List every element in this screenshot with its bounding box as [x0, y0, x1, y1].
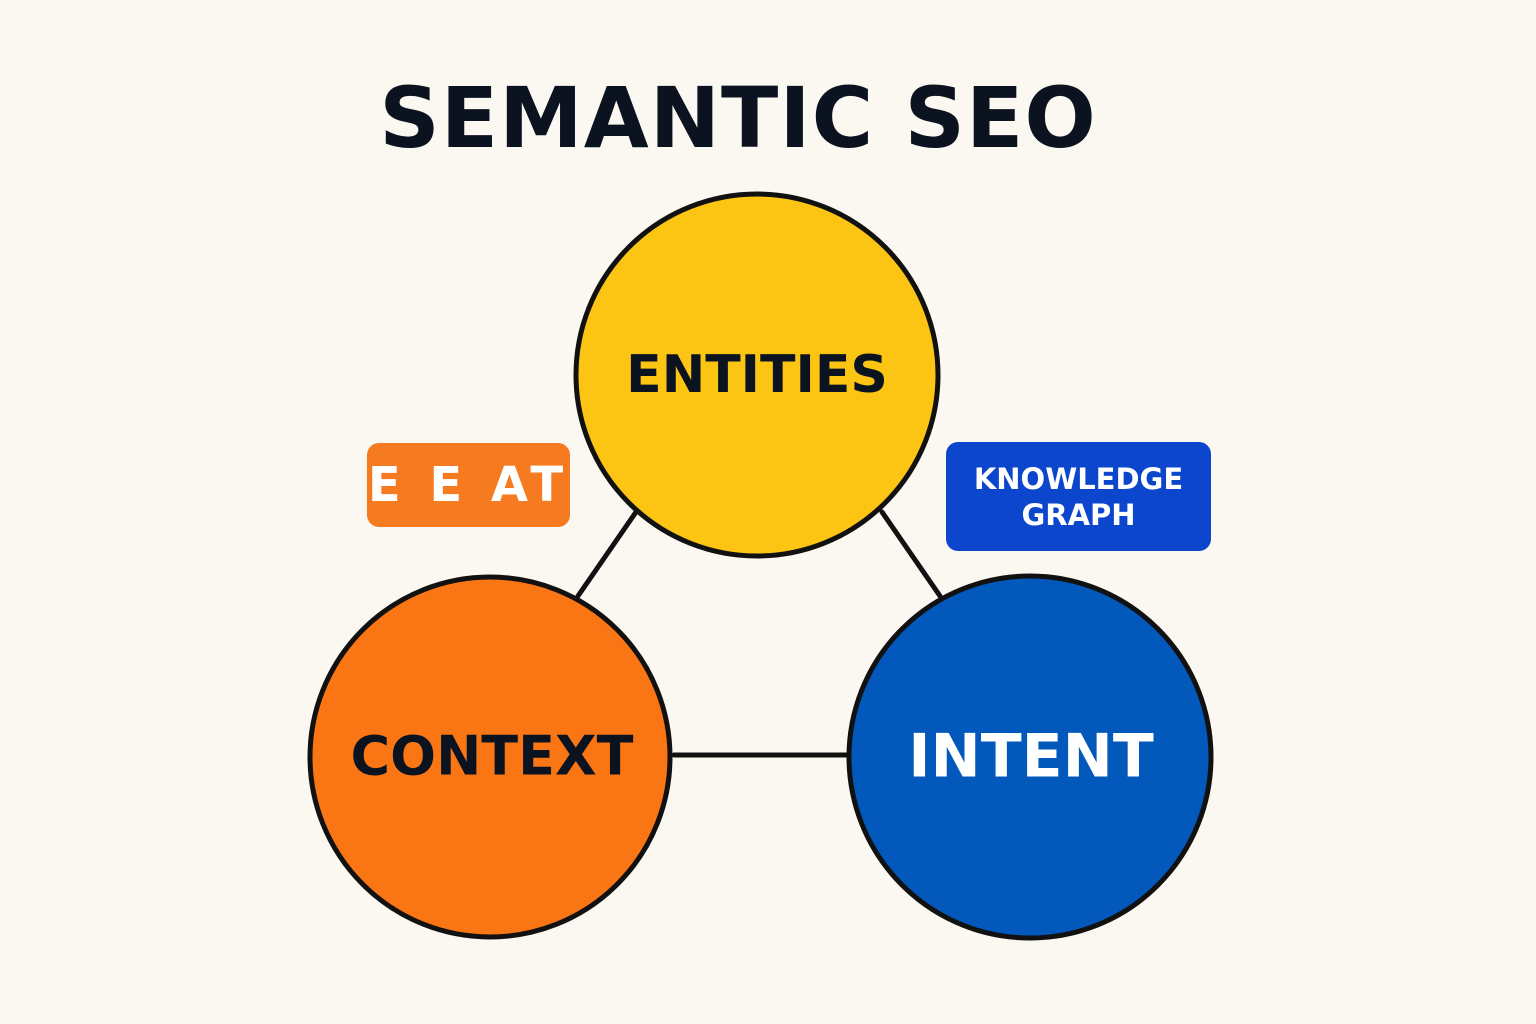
node-context: CONTEXT	[307, 574, 673, 940]
tag-knowledge-graph-line1: KNOWLEDGE	[973, 461, 1184, 496]
node-intent-label: INTENT	[908, 722, 1154, 792]
tag-eeat-label: E E AT	[367, 457, 570, 513]
tag-knowledge-graph-line2: GRAPH	[1021, 497, 1136, 532]
node-intent: INTENT	[846, 573, 1214, 941]
node-entities-label: ENTITIES	[626, 345, 888, 405]
tag-eeat: E E AT	[367, 443, 570, 527]
tag-knowledge-graph: KNOWLEDGE GRAPH	[946, 442, 1211, 551]
node-intent-circle	[846, 573, 1214, 941]
node-entities-circle	[573, 191, 941, 559]
node-context-circle	[307, 574, 673, 940]
node-context-label: CONTEXT	[351, 725, 634, 788]
connector-entities-intent	[879, 509, 943, 599]
connector-entities-context	[575, 509, 639, 599]
node-entities: ENTITIES	[573, 191, 941, 559]
page-title: SEMANTIC SEO	[379, 69, 1097, 167]
